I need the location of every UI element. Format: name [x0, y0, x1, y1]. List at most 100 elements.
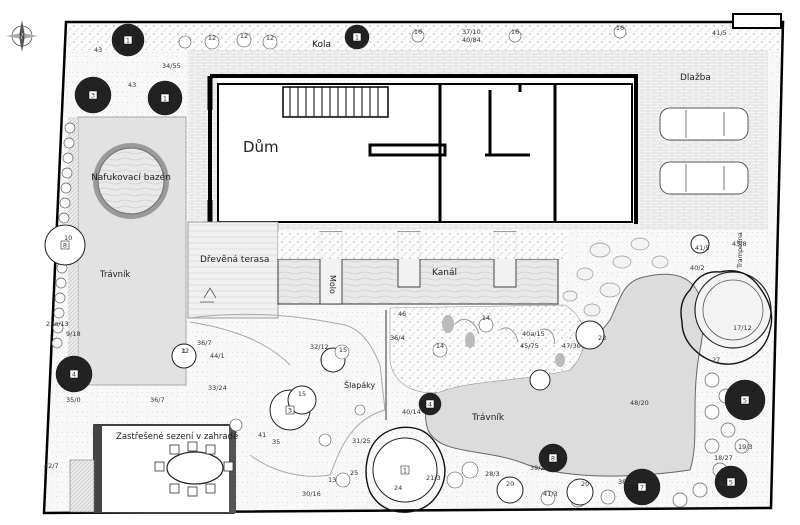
plant-code: 19/3 [738, 443, 753, 451]
plant-code: 43 [94, 46, 102, 54]
tree-marker: 5 [740, 395, 750, 405]
plant-code: 23 [598, 334, 606, 342]
plant-code: 40/14 [402, 408, 421, 416]
plant-code: 35 [272, 438, 280, 446]
plant-code: 45/75 [520, 342, 539, 350]
plant-code: 38/25 [618, 478, 637, 486]
shrub-number: 15 [298, 390, 306, 398]
tree-marker-number: 8 [551, 455, 555, 463]
tree-marker-number: 1 [403, 467, 407, 475]
tree-marker-number: 5 [743, 397, 747, 405]
plant-code: 46 [398, 310, 406, 318]
plant-code: 21/3 [426, 474, 441, 482]
shrub-number: 14 [482, 314, 490, 322]
plant-code: 42/7 [44, 462, 59, 470]
plant-code: 36/7 [150, 396, 165, 404]
canal-planting [278, 232, 568, 259]
pier-label: Molo [328, 275, 337, 294]
plant-code: 44/1 [210, 352, 225, 360]
plant-code: 20 [506, 480, 514, 488]
plant-code: 48/20 [630, 399, 649, 407]
plant-code: 10 [64, 234, 72, 242]
tree-marker: 1 [400, 465, 410, 475]
plant-code: 27 [712, 356, 720, 364]
car-bottom [659, 161, 749, 195]
shrub-number: 14 [436, 342, 444, 350]
tree-marker-number: 4 [428, 401, 432, 409]
plant-code: 13 [328, 476, 336, 484]
tree-marker-number: 1 [355, 34, 359, 42]
shrub-number: 16 [616, 24, 624, 32]
terrace-label: Dřevěná terasa [200, 255, 269, 265]
tree-marker-number: 3 [288, 407, 292, 415]
plant-code: 18/27 [714, 454, 733, 462]
trampoline: Trampolína [694, 232, 772, 349]
plant-code: 23a/13 [46, 320, 69, 328]
plant-code: 41 [258, 431, 266, 439]
plant-codes: 34/55434337/1040/8441/51023a/139/1835/03… [44, 28, 753, 498]
plant-code: 47/30 [562, 342, 581, 350]
shrub-number: 12 [266, 34, 274, 42]
tree-marker-number: 5 [729, 479, 733, 487]
plant-code: 25 [350, 469, 358, 477]
shrub-number: 12 [240, 32, 248, 40]
canal-label: Kanál [432, 268, 457, 278]
compass-rose: N [6, 20, 38, 52]
tree-marker: 8 [60, 240, 70, 250]
plant-code: 40/84 [462, 36, 481, 44]
plant-code: 35/0 [66, 396, 81, 404]
tree-marker-number: 1 [163, 95, 167, 103]
plant-code: 43/8 [732, 240, 747, 248]
tree-marker-number: 3 [91, 92, 95, 100]
pool-label: Nafukovací bazén [91, 172, 171, 183]
plant-code: 41/3 [543, 490, 558, 498]
bikes-label: Kola [312, 40, 331, 50]
plant-code: 40a/15 [522, 330, 545, 338]
plant-code: 36/7 [197, 339, 212, 347]
tree-marker-number: 1 [126, 37, 130, 45]
plant-code: 37/10 [462, 28, 481, 36]
lawn-left-label: Trávník [99, 270, 130, 280]
covered-seating-label: Zastřešené sezení v zahradě [116, 431, 238, 442]
tree-marker: 4 [69, 369, 79, 379]
car-top [659, 107, 749, 141]
plant-code: 39/25 [530, 464, 549, 472]
plant-code: 41/5 [695, 244, 710, 252]
trampoline-shrub-ring [365, 270, 773, 513]
plant-code: 24 [394, 484, 402, 492]
plant-code: 43 [128, 81, 136, 89]
plant-code: 30/16 [302, 490, 321, 498]
tree-marker: 1 [160, 93, 170, 103]
compass-letter: N [19, 32, 25, 41]
shrub-number: 1 [182, 347, 186, 355]
small-shrubs [178, 25, 627, 489]
plant-code: 31/25 [352, 437, 371, 445]
shrub-number: 12 [181, 347, 189, 355]
tree-marker-number: 4 [72, 371, 76, 379]
tree-marker-number: 8 [63, 242, 67, 250]
plant-code: 40/2 [690, 264, 705, 272]
stepping-stones-label: Šlapáky [344, 379, 376, 390]
tree-marker: 5 [726, 477, 736, 487]
plant-code: 33/24 [208, 384, 227, 392]
stone-mosaic [562, 237, 669, 317]
tree-marker: 1 [352, 32, 362, 42]
tree-marker: 8 [548, 453, 558, 463]
tree-marker: 4 [425, 399, 435, 409]
meadow-paths [189, 310, 387, 477]
paving-label: Dlažba [680, 73, 711, 83]
top-gate [732, 13, 782, 29]
lawn-right-label: Trávník [471, 413, 505, 423]
plant-code: 28/3 [485, 470, 500, 478]
tree-marker-number: 7 [640, 484, 644, 492]
shrub-number: 12 [208, 34, 216, 42]
plant-code: 41/3 [719, 480, 734, 488]
house-label: Dům [243, 138, 279, 156]
house: Dům [207, 74, 638, 224]
plant-code: 17/12 [733, 324, 752, 332]
plant-code: 9/18 [66, 330, 81, 338]
plant-code: 20 [581, 480, 589, 488]
